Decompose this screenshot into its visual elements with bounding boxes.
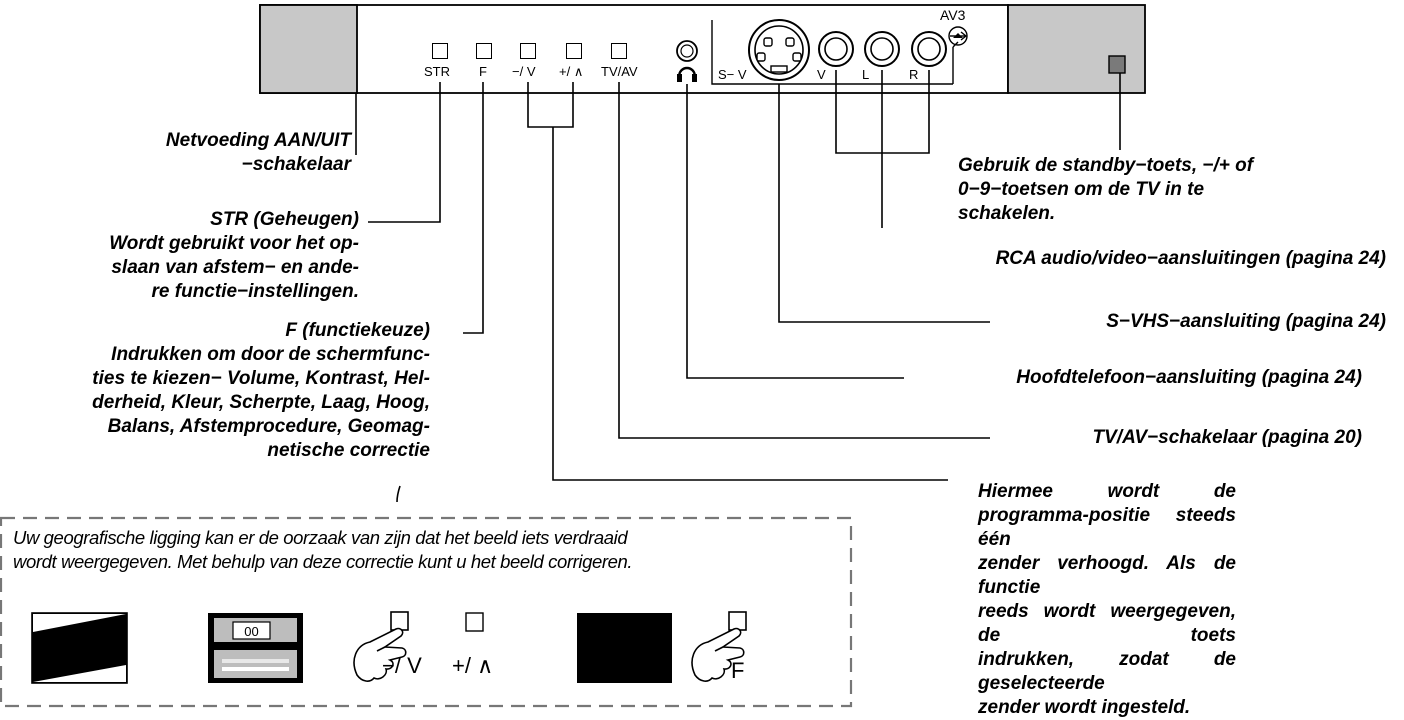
- callout-line: zender verhoogd. Als de functie: [978, 553, 1236, 598]
- step2-osd-screen: [208, 613, 303, 683]
- minus-label: −/ V: [512, 64, 536, 79]
- callout-line: STR (Geheugen): [210, 209, 359, 230]
- geomagnetic-note: Uw geografische ligging kan er de oorzaa…: [13, 526, 633, 574]
- callout-line: netische correctie: [267, 440, 430, 461]
- step-minus-label: −/ V: [382, 653, 422, 678]
- callout-line: programma-positie steeds één: [978, 505, 1236, 550]
- callout-line: reeds wordt weergegeven, de toets: [978, 601, 1236, 646]
- f-callout: F (functiekeuze) Indrukken om door de sc…: [92, 319, 430, 463]
- headphone-callout: Hoofdtelefoon−aansluiting (pagina 24): [1016, 367, 1362, 388]
- leader-lines: [355, 70, 1121, 503]
- callout-line: Gebruik de standby−toets, −/+ of: [958, 155, 1254, 176]
- f-button[interactable]: [476, 43, 492, 59]
- left-audio-label: L: [862, 67, 870, 82]
- svhs-callout: S−VHS−aansluiting (pagina 24): [1106, 311, 1386, 332]
- panel-right-grip: [1007, 4, 1146, 94]
- step1-tilted-screen: [31, 612, 128, 684]
- tvav-callout: TV/AV−schakelaar (pagina 20): [1092, 427, 1362, 448]
- str-label: STR: [424, 64, 450, 79]
- callout-line: schakelen.: [958, 203, 1056, 224]
- callout-line: re functie−instellingen.: [151, 281, 359, 302]
- step-plus-label: +/ ∧: [452, 653, 494, 678]
- plus-button[interactable]: [566, 43, 582, 59]
- s-video-jack: [748, 19, 810, 81]
- callout-line: 0−9−toetsen om de TV in te: [958, 179, 1205, 200]
- str-button[interactable]: [432, 43, 448, 59]
- rca-audio-left-jack: [864, 31, 900, 67]
- note-box-border: [0, 516, 853, 708]
- program-up-callout: Hiermee wordt de programma-positie steed…: [978, 480, 1236, 720]
- callout-line: −schakelaar: [241, 154, 351, 175]
- step-f-label: F: [731, 658, 745, 683]
- callout-line: slaan van afstem− en ande-: [111, 257, 359, 278]
- note-line: wordt weergegeven. Met behulp van deze c…: [13, 551, 633, 572]
- power-switch-callout: Netvoeding AAN/UIT −schakelaar: [166, 129, 351, 177]
- av3-label: AV3: [940, 7, 966, 23]
- f-label: F: [479, 64, 487, 79]
- rca-video-jack: [818, 31, 854, 67]
- callout-line: Indrukken om door de schermfunc-: [111, 344, 430, 365]
- headphone-icon: [677, 66, 697, 82]
- callout-line: Balans, Afstemprocedure, Geomag-: [107, 416, 430, 437]
- standby-callout: Gebruik de standby−toets, −/+ of 0−9−toe…: [958, 154, 1253, 226]
- callout-line: F (functiekeuze): [285, 320, 430, 341]
- callout-line: Wordt gebruikt voor het op-: [109, 233, 359, 254]
- note-line: Uw geografische ligging kan er de oorzaa…: [13, 527, 628, 548]
- callout-line: zender wordt ingesteld.: [978, 697, 1191, 718]
- callout-line: Netvoeding AAN/UIT: [165, 130, 351, 151]
- minus-button[interactable]: [520, 43, 536, 59]
- s-video-label: S− V: [718, 67, 747, 82]
- callout-line: derheid, Kleur, Scherpte, Laag, Hoog,: [92, 392, 430, 413]
- callout-line: indrukken, zodat de geselecteerde: [978, 649, 1236, 694]
- str-callout: STR (Geheugen) Wordt gebruikt voor het o…: [109, 208, 359, 304]
- callout-line: ties te kiezen− Volume, Kontrast, Hel-: [92, 368, 430, 389]
- step-plus-button: [465, 612, 484, 632]
- standby-sensor: [1108, 55, 1126, 74]
- osd-value: 00: [244, 624, 259, 639]
- rca-callout: RCA audio/video−aansluitingen (pagina 24…: [995, 248, 1386, 269]
- hand-pointer-icon: [691, 611, 747, 682]
- callout-line: Hiermee wordt de: [978, 481, 1236, 502]
- hand-pointer-icon: [353, 611, 409, 682]
- plus-label: +/ ∧: [559, 64, 584, 79]
- tvav-button[interactable]: [611, 43, 627, 59]
- rca-audio-right-jack: [911, 31, 947, 67]
- video-label: V: [817, 67, 826, 82]
- right-audio-label: R: [909, 67, 919, 82]
- tvav-label: TV/AV: [601, 64, 638, 79]
- panel-left-grip: [259, 4, 358, 94]
- step4-corrected-screen: [577, 613, 672, 683]
